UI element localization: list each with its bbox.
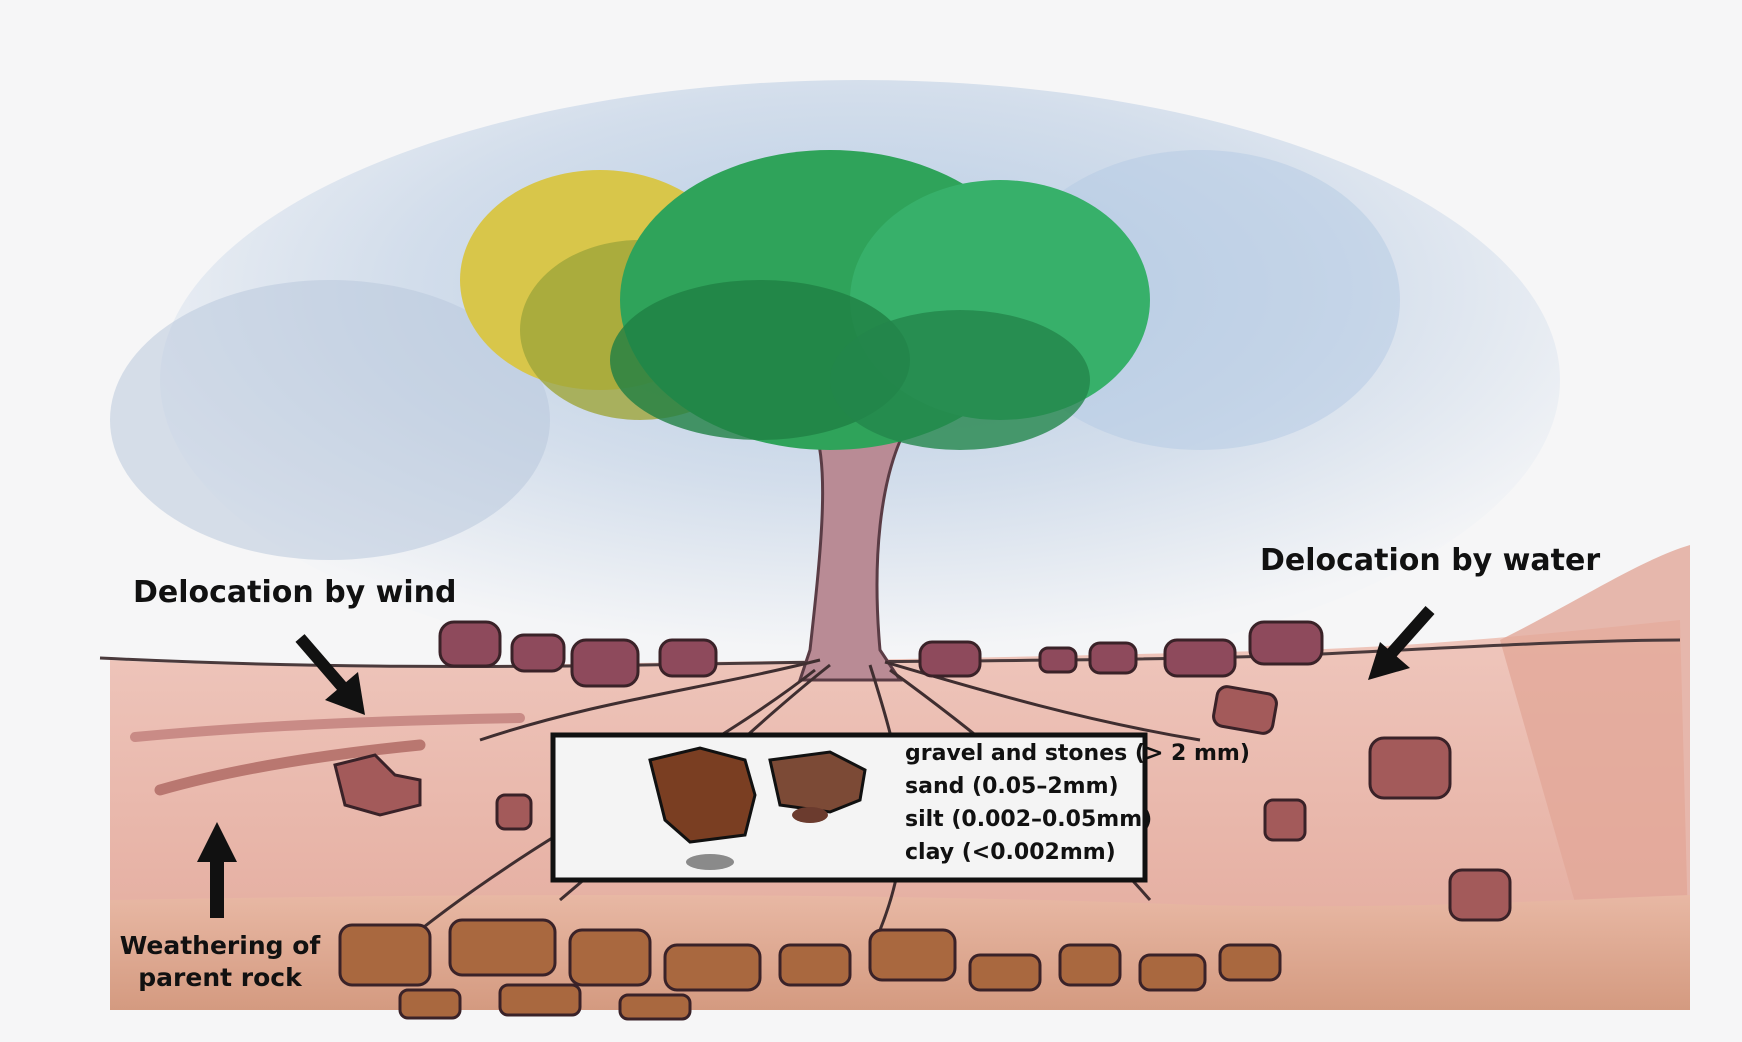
legend-sand: sand (0.05–2mm) xyxy=(905,770,1250,803)
legend-gravel: gravel and stones (> 2 mm) xyxy=(905,737,1250,770)
label-weathering-line-1: Weathering of xyxy=(100,930,340,962)
particle-size-legend: gravel and stones (> 2 mm) sand (0.05–2m… xyxy=(905,737,1250,869)
silt-sample xyxy=(792,807,828,823)
legend-silt: silt (0.002–0.05mm) xyxy=(905,803,1250,836)
label-dislocation-by-water: Delocation by water xyxy=(1260,543,1600,578)
label-dislocation-by-wind: Delocation by wind xyxy=(133,575,457,610)
sand-sample xyxy=(770,752,865,812)
label-weathering-parent-rock: Weathering of parent rock xyxy=(100,930,340,994)
legend-clay: clay (<0.002mm) xyxy=(905,836,1250,869)
clay-sample xyxy=(686,854,734,870)
label-weathering-line-2: parent rock xyxy=(100,962,340,994)
